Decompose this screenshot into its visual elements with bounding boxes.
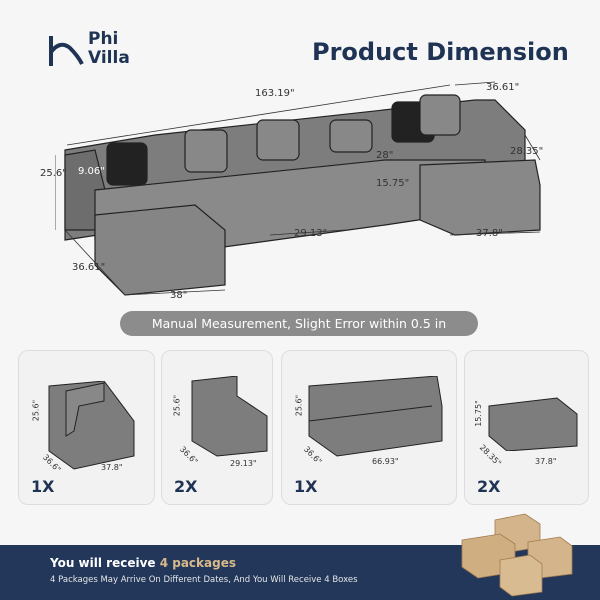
loveseat-piece-illustration — [308, 376, 443, 457]
dim-chaise-width: 38" — [170, 290, 188, 301]
pillow — [256, 119, 300, 161]
dim-height: 25.6" — [40, 168, 67, 179]
piece-card-corner: 25.6" 36.6" 37.8" 1X — [18, 350, 155, 505]
dim-depth-right: 36.61" — [486, 82, 520, 93]
piece-height: 25.6" — [172, 394, 182, 417]
armless-piece-illustration — [191, 376, 268, 457]
piece-quantity: 2X — [174, 477, 198, 496]
piece-width: 37.8" — [101, 463, 123, 472]
piece-card-loveseat: 25.6" 36.6" 66.93" 1X — [281, 350, 457, 505]
phivilla-logo-icon — [49, 36, 84, 66]
piece-height: 25.6" — [31, 399, 41, 422]
piece-width: 29.13" — [230, 459, 257, 468]
corner-piece-illustration — [48, 381, 135, 470]
piece-quantity: 1X — [31, 477, 55, 496]
brand-name-line1: Phi — [88, 29, 119, 49]
dim-seat-depth: 28" — [376, 150, 394, 161]
cardboard-boxes-icon — [461, 513, 573, 597]
dim-total-length: 163.19" — [255, 88, 295, 99]
dim-ottoman-width: 37.8" — [476, 228, 503, 239]
right-ottoman — [419, 159, 541, 236]
banner-subtitle: 4 Packages May Arrive On Different Dates… — [50, 575, 358, 585]
ottoman-piece-illustration — [488, 397, 578, 451]
measurement-note: Manual Measurement, Slight Error within … — [120, 311, 478, 336]
piece-card-ottoman: 15.75" 28.35" 37.8" 2X — [464, 350, 589, 505]
page-title: Product Dimension — [312, 38, 569, 66]
piece-height: 25.6" — [294, 394, 304, 417]
piece-width: 66.93" — [372, 457, 399, 466]
piece-width: 37.8" — [535, 457, 557, 466]
piece-height: 15.75" — [473, 400, 483, 427]
piece-quantity: 1X — [294, 477, 318, 496]
chaise-ottoman — [94, 204, 226, 296]
piece-quantity: 2X — [477, 477, 501, 496]
pillow — [106, 142, 148, 186]
dim-seat-height: 15.75" — [376, 178, 410, 189]
dim-ottoman-depth: 28.35" — [510, 146, 544, 157]
brand-name-line2: Villa — [88, 48, 130, 68]
pillow — [329, 119, 373, 153]
sectional-sofa-illustration — [55, 81, 541, 296]
dim-arm-width: 9.06" — [78, 166, 105, 177]
pillow — [184, 129, 228, 173]
banner-title-prefix: You will receive — [50, 556, 160, 570]
banner-title-highlight: 4 packages — [159, 556, 236, 570]
banner-title: You will receive 4 packages — [50, 556, 236, 570]
dim-depth-left: 36.61" — [72, 262, 106, 273]
pillow — [419, 94, 461, 136]
dim-armless-width: 29.13" — [294, 228, 328, 239]
piece-card-armless: 25.6" 36.6" 29.13" 2X — [161, 350, 273, 505]
